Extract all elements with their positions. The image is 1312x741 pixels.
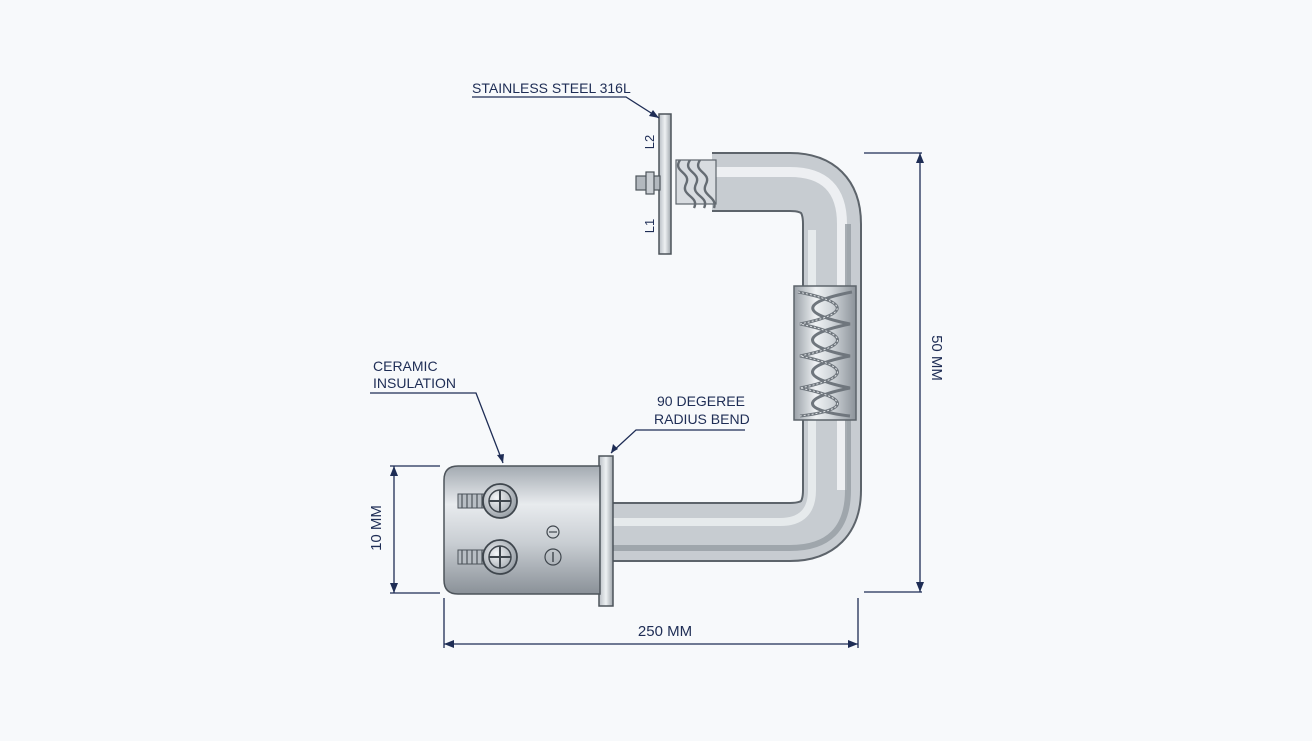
terminal-label-l2: L2 xyxy=(642,135,657,149)
material-label: STAINLESS STEEL 316L xyxy=(472,80,631,96)
leader-arrowheads xyxy=(497,110,659,463)
terminal-label-l1: L1 xyxy=(642,219,657,233)
bend-leader xyxy=(610,429,745,454)
bottom-flange xyxy=(598,455,614,607)
dimension-left xyxy=(390,465,440,594)
dimension-arrowheads xyxy=(390,153,924,648)
dimension-label-bottom: 250 MM xyxy=(638,623,692,640)
terminal-bolt-upper xyxy=(482,483,518,519)
terminal-housing xyxy=(443,465,601,595)
bend-label-line1: 90 DEGEREE xyxy=(657,393,745,409)
leader-lines xyxy=(370,96,745,464)
threaded-stud-lower xyxy=(457,549,489,565)
bend-label-line2: RADIUS BEND xyxy=(654,411,750,427)
insulation-label-line2: INSULATION xyxy=(373,375,456,391)
heating-coil-section xyxy=(793,285,857,421)
power-symbol-icon xyxy=(544,548,562,566)
dimension-right xyxy=(864,152,922,593)
threaded-stud-upper xyxy=(457,493,489,509)
dimension-lines xyxy=(390,152,922,648)
insulation-leader xyxy=(370,392,504,464)
dimension-label-right: 50 MM xyxy=(928,335,945,381)
material-leader xyxy=(472,96,660,119)
top-spring xyxy=(675,159,717,209)
top-flange xyxy=(658,113,672,255)
dimension-label-left: 10 MM xyxy=(368,505,385,551)
insulation-label-line1: CERAMIC xyxy=(373,358,438,374)
ground-symbol-icon xyxy=(546,525,560,539)
terminal-stud xyxy=(635,171,661,195)
terminal-bolt-lower xyxy=(482,539,518,575)
dimension-bottom xyxy=(443,598,859,648)
